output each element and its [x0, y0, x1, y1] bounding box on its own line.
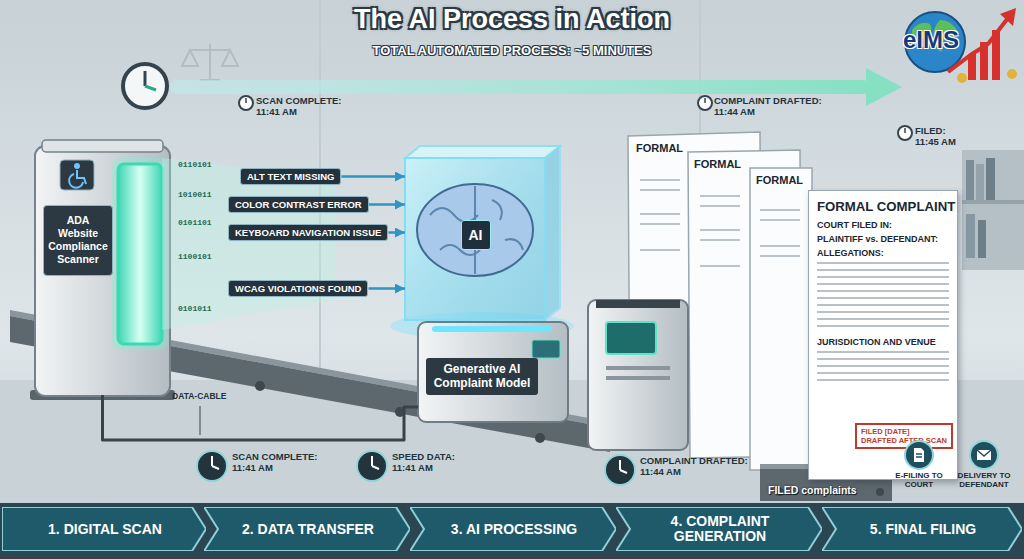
- flow-arrow: [388, 231, 405, 234]
- chevron-outline: [204, 507, 410, 551]
- paper-heading: FORMAL: [694, 158, 741, 171]
- document-icon: [911, 447, 927, 463]
- node-text: AI: [461, 220, 491, 250]
- node-text: COLOR CONTRAST ERROR: [235, 199, 362, 210]
- node-text: 3. AI PROCESSING: [451, 522, 577, 537]
- binary-stream: 0110101: [178, 160, 212, 169]
- text-lines: [817, 351, 949, 381]
- chevron-outline: [2, 507, 206, 551]
- node-text: ALT TEXT MISSING: [247, 171, 334, 182]
- icon-shape: [916, 454, 922, 457]
- binary-stream: 0101101: [178, 218, 212, 227]
- diagram-title: The AI Process in Action: [0, 4, 1024, 35]
- ai-cube: AI: [405, 150, 560, 320]
- node-text: JURISDICTION AND VENUE: [817, 337, 949, 347]
- chevron-outline: [616, 507, 822, 551]
- delivery-icon: DELIVERY TO DEFENDANT: [950, 440, 1018, 490]
- icon-shape: [977, 450, 991, 456]
- timestamp: FILED: 11:45 AM: [915, 126, 969, 148]
- text-lines: [817, 262, 949, 332]
- node-text: 2. DATA TRANSFER: [242, 522, 374, 537]
- node-text: eIMS: [903, 26, 959, 54]
- step-chevron: 1. DIGITAL SCAN: [2, 507, 206, 551]
- node-text: WCAG VIOLATIONS FOUND: [235, 283, 361, 294]
- node-text: FILED [DATE]: [861, 427, 947, 436]
- cable-label: DATA-CABLE: [172, 392, 226, 402]
- eims-logo: eIMS: [903, 26, 959, 54]
- paper-heading: FORMAL: [636, 142, 683, 155]
- icon-shape: [977, 450, 991, 460]
- node-text: PLAINTIFF vs. DEFENDANT:: [817, 234, 949, 244]
- node-text: DELIVERY TO DEFENDANT: [950, 472, 1018, 490]
- scanner-machine: ADA Website Compliance Scanner: [35, 150, 170, 395]
- icon-circle: [969, 440, 999, 470]
- filed-stamp: FILED [DATE]DRAFTED AFTER SCAN: [855, 423, 953, 449]
- node-text: ADA Website Compliance Scanner: [43, 205, 113, 276]
- node-text: Generative AI Complaint Model: [426, 358, 538, 395]
- icon-circle: [904, 440, 934, 470]
- timestamp: COMPLAINT DRAFTED: 11:44 AM: [714, 96, 829, 118]
- node-text: 1. DIGITAL SCAN: [48, 522, 162, 537]
- paper-heading: FORMAL: [756, 174, 803, 187]
- binary-stream: 0101011: [178, 304, 212, 313]
- node-text: DRAFTED AFTER SCAN: [861, 436, 947, 445]
- flow-arrow: [341, 175, 405, 178]
- mail-icon: [976, 447, 992, 463]
- timestamp: COMPLAINT DRAFTED: 11:44 AM: [640, 456, 755, 478]
- step-chevron: 3. AI PROCESSING: [410, 507, 616, 551]
- node-text: ALLEGATIONS:: [817, 248, 949, 258]
- step-chevron: 2. DATA TRANSFER: [204, 507, 410, 551]
- node-text: COURT FILED IN:: [817, 220, 949, 230]
- complaint-document: FORMAL COMPLAINT COURT FILED IN: PLAINTIFF…: [808, 190, 958, 480]
- binary-stream: 1100101: [178, 252, 212, 261]
- conveyor-label: FILED complaints: [768, 484, 857, 496]
- node-text: 5. FINAL FILING: [870, 522, 976, 537]
- chevron-outline: [822, 507, 1022, 551]
- violation-tag: COLOR CONTRAST ERROR: [228, 196, 369, 213]
- node-text: KEYBOARD NAVIGATION ISSUE: [235, 227, 381, 238]
- flow-arrow: [369, 203, 405, 206]
- violation-tag: ALT TEXT MISSING: [240, 168, 341, 185]
- timestamp: SCAN COMPLETE: 11:41 AM: [232, 452, 318, 474]
- chevron-outline: [410, 507, 616, 551]
- flow-arrow: [369, 287, 406, 290]
- node-text: 4. COMPLAINT GENERATION: [636, 514, 804, 543]
- violation-tag: KEYBOARD NAVIGATION ISSUE: [228, 224, 388, 241]
- node-text: FORMAL COMPLAINT: [817, 199, 949, 214]
- e-filing-icon: E-FILING TO COURT: [888, 440, 950, 490]
- generator-machine: Generative AI Complaint Model: [418, 322, 568, 422]
- violation-tag: WCAG VIOLATIONS FOUND: [228, 280, 368, 297]
- data-cable: [103, 395, 419, 440]
- timestamp: SPEED DATA: 11:41 AM: [392, 452, 468, 474]
- icon-shape: [914, 448, 924, 462]
- subtitle: TOTAL AUTOMATED PROCESS: ~5 MINUTES: [0, 44, 1024, 59]
- binary-stream: 1010011: [178, 190, 212, 199]
- step-chevron: 5. FINAL FILING: [822, 507, 1022, 551]
- node-text: E-FILING TO COURT: [888, 472, 950, 490]
- timestamp: SCAN COMPLETE: 11:41 AM: [256, 96, 342, 118]
- step-chevron: 4. COMPLAINT GENERATION: [616, 507, 822, 551]
